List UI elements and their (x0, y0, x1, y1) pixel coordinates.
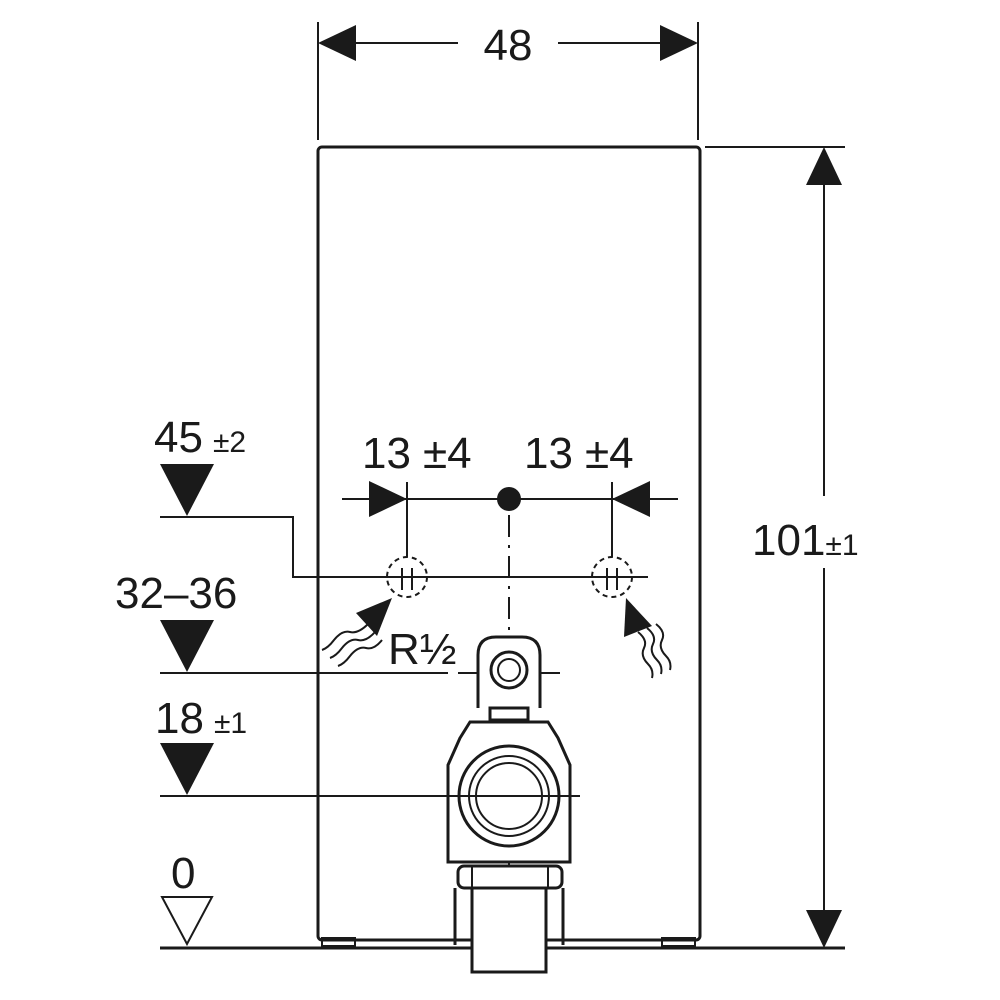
drain-fitting (442, 635, 580, 974)
level-floor-marker: 0 (160, 849, 214, 947)
offset-right-label: 13±4 (524, 429, 634, 478)
offset-left-label: 13±4 (362, 429, 472, 478)
offset-dimensions: 13±4 13±4 (342, 429, 678, 596)
water-supply-right-arrow (624, 598, 672, 679)
level-range-marker: 32–36 (115, 569, 560, 674)
level-inlet-label: 45±2 (154, 413, 246, 462)
center-point (497, 487, 521, 511)
thread-label: R½ (388, 625, 456, 674)
level-inlet-marker: 45±2 (154, 413, 648, 578)
height-main: 101 (752, 516, 825, 565)
level-range-label: 32–36 (115, 569, 237, 618)
level-drain-label: 18±1 (155, 694, 247, 743)
panel-foot-right (661, 937, 696, 947)
height-tolerance: ±1 (825, 529, 858, 562)
level-floor-label: 0 (171, 849, 195, 898)
width-label: 48 (484, 21, 533, 70)
water-supply-left-arrow (321, 598, 392, 667)
width-dimension: 48 (317, 21, 699, 140)
height-label: 101±1 (752, 516, 859, 565)
height-dimension: 101±1 (705, 146, 859, 948)
panel-foot-left (321, 937, 356, 947)
